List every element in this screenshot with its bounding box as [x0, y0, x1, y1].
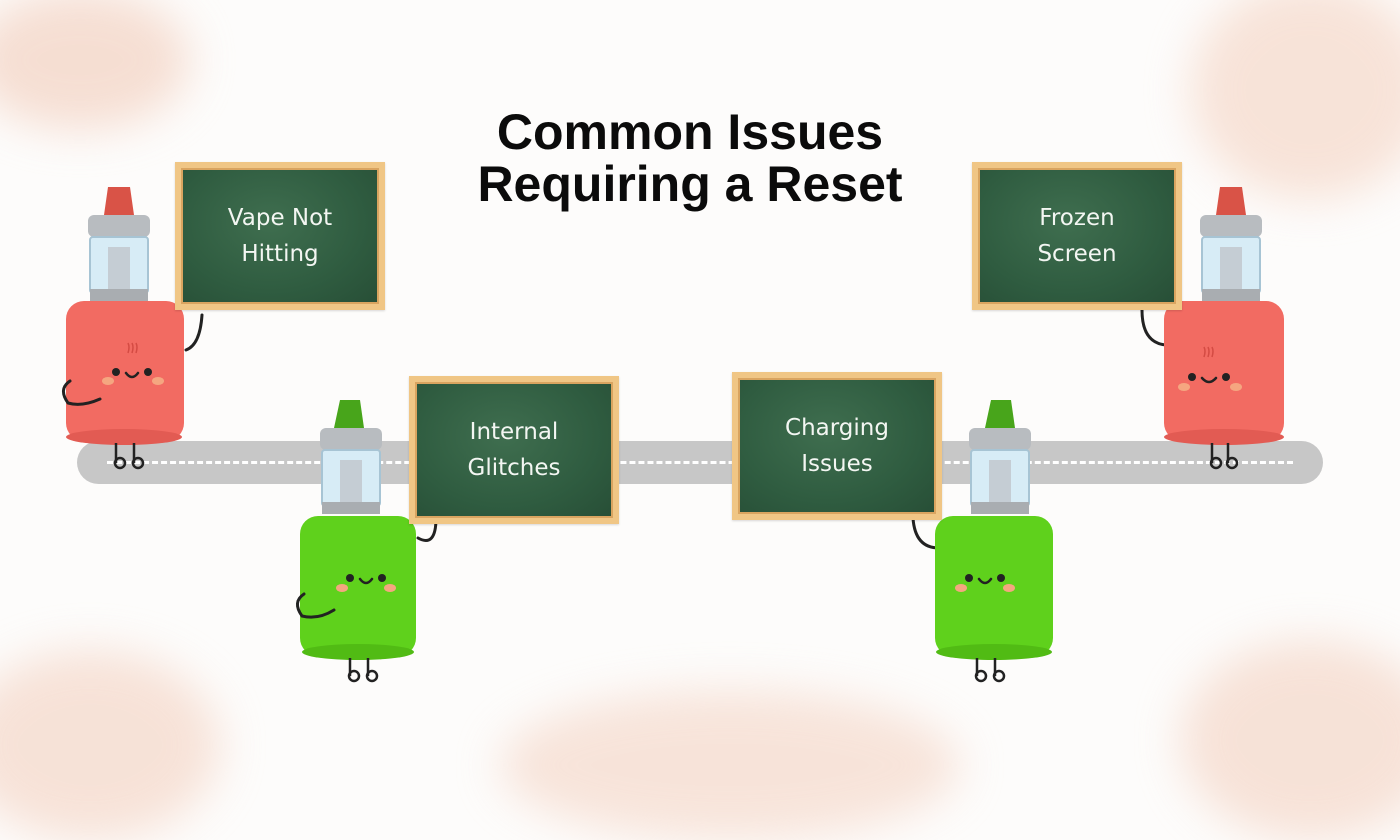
- issue-label: Frozen Screen: [1037, 205, 1117, 267]
- red-bottle-mascot-icon: [1140, 187, 1284, 470]
- red-bottle-mascot-left: [60, 185, 220, 475]
- red-bottle-mascot-icon: [62, 187, 204, 470]
- green-bottle-mascot-icon: [911, 400, 1053, 683]
- issue-label: Charging Issues: [785, 415, 889, 477]
- green-bottle-mascot-right: [905, 398, 1065, 688]
- issue-board-internal-glitches: Internal Glitches: [409, 376, 619, 524]
- title-line-1: Common Issues: [496, 104, 884, 160]
- watercolor-blob-top-left: [0, 0, 190, 130]
- diagram-title: Common Issues Requiring a Reset: [390, 106, 990, 210]
- issue-board-vape-not-hitting: Vape Not Hitting: [175, 162, 385, 310]
- issue-label: Internal Glitches: [467, 419, 561, 481]
- issue-board-charging-issues: Charging Issues: [732, 372, 942, 520]
- road-track: [77, 441, 1323, 484]
- watercolor-blob-bottom-left: [0, 650, 220, 840]
- issue-label: Vape Not Hitting: [227, 205, 333, 267]
- green-bottle-mascot-left: [290, 398, 450, 688]
- watercolor-blob-top-right: [1190, 0, 1400, 200]
- issue-board-frozen-screen: Frozen Screen: [972, 162, 1182, 310]
- watercolor-blob-bottom-center: [500, 690, 960, 840]
- road-dashed-line: [107, 461, 1293, 464]
- title-line-2: Requiring a Reset: [477, 156, 903, 212]
- green-bottle-mascot-icon: [296, 400, 438, 683]
- watercolor-blob-bottom-right: [1180, 640, 1400, 840]
- red-bottle-mascot-right: [1132, 185, 1292, 475]
